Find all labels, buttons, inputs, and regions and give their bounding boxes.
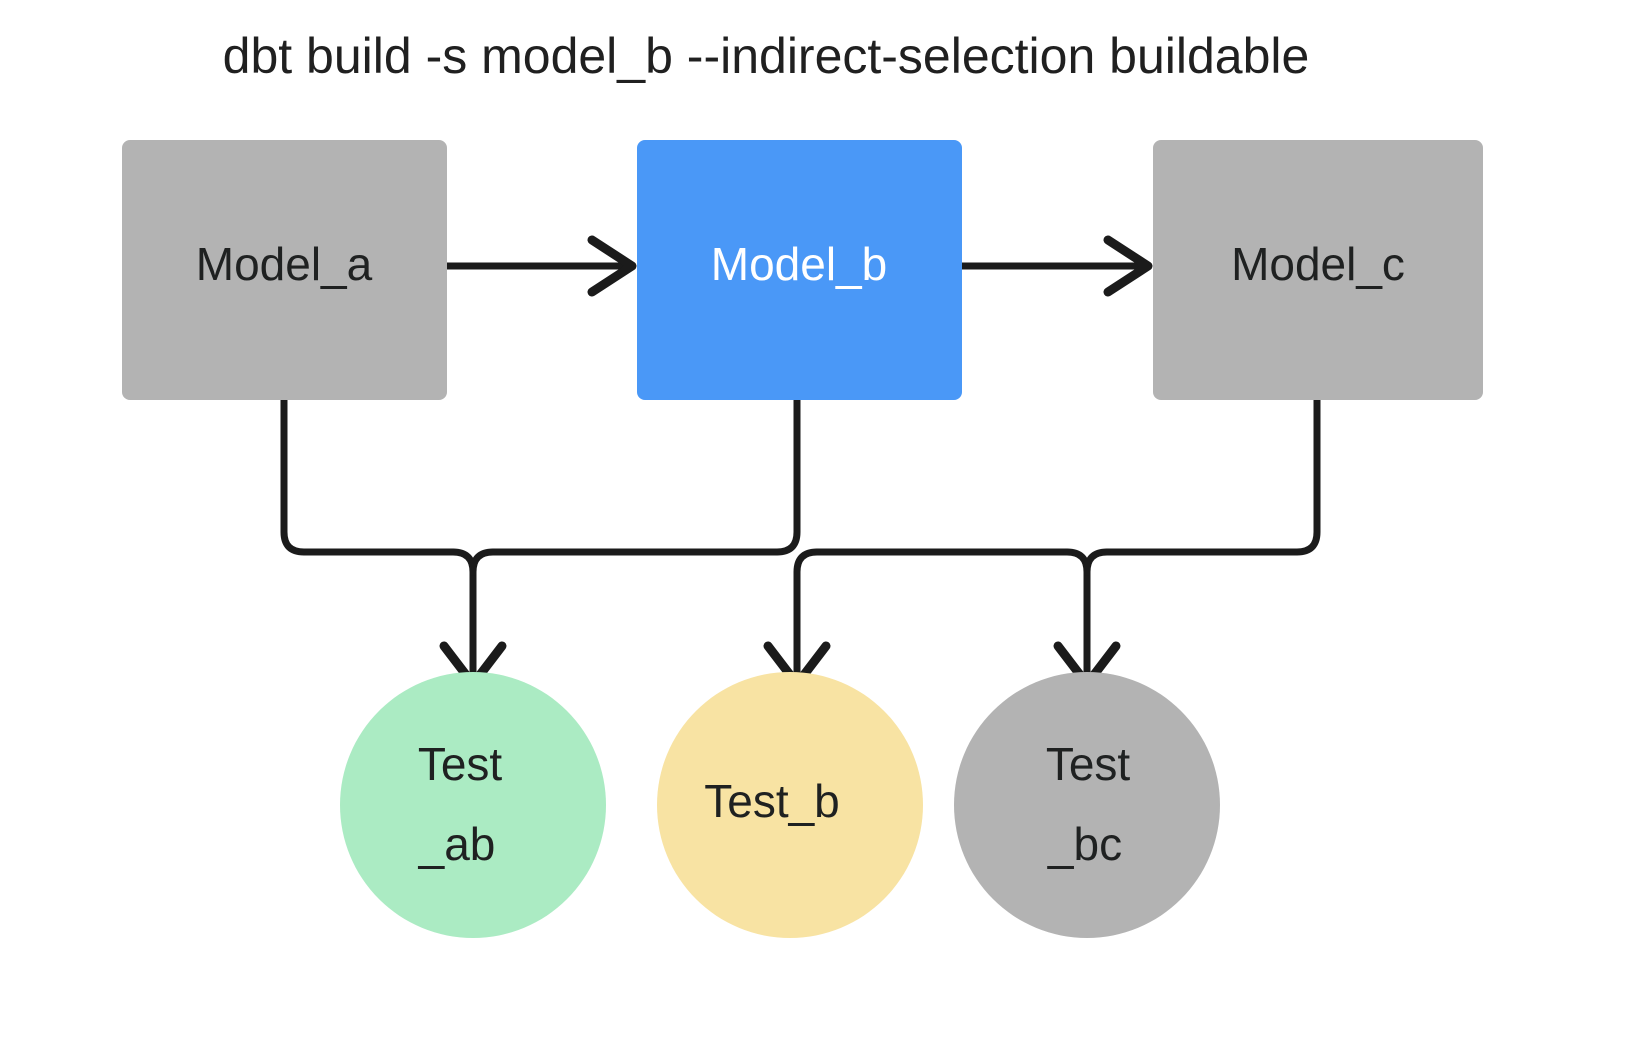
- node-shape[interactable]: [637, 140, 962, 400]
- node-label-line-1: Test_b: [704, 775, 840, 827]
- node-shape[interactable]: [122, 140, 447, 400]
- node-label-line-2: _bc: [1047, 818, 1122, 870]
- node-label-line-1: Test: [418, 738, 503, 790]
- node-model-b[interactable]: Model_b: [637, 140, 962, 400]
- node-shape[interactable]: [340, 672, 606, 938]
- node-label-line-2: _ab: [418, 818, 496, 870]
- node-test-ab[interactable]: Test _ab: [340, 672, 606, 938]
- node-label-line-1: Test: [1046, 738, 1131, 790]
- edge-model-b-to-model-c: [958, 235, 1153, 297]
- node-label: Model_c: [1231, 238, 1405, 290]
- node-label: Model_b: [711, 238, 887, 290]
- node-test-b[interactable]: Test_b: [657, 672, 923, 938]
- node-shape[interactable]: [1153, 140, 1483, 400]
- edge-model-b-to-test-b: [773, 396, 821, 688]
- node-test-bc[interactable]: Test _bc: [954, 672, 1220, 938]
- node-model-c[interactable]: Model_c: [1153, 140, 1483, 400]
- edge-model-a-to-bus: [280, 396, 457, 556]
- edge-bus-to-test-ab-right: [469, 548, 497, 576]
- node-label: Model_a: [196, 238, 373, 290]
- node-model-a[interactable]: Model_a: [122, 140, 447, 400]
- edge-model-a-to-model-b: [443, 235, 637, 297]
- edge-bus-to-test-bc-right: [1083, 548, 1111, 576]
- node-shape[interactable]: [954, 672, 1220, 938]
- edge-model-c-to-bus: [1103, 396, 1321, 556]
- arrow-head-icon: [587, 235, 637, 297]
- arrow-head-icon: [1103, 235, 1153, 297]
- page-title: dbt build -s model_b --indirect-selectio…: [223, 28, 1310, 84]
- node-shape[interactable]: [657, 672, 923, 938]
